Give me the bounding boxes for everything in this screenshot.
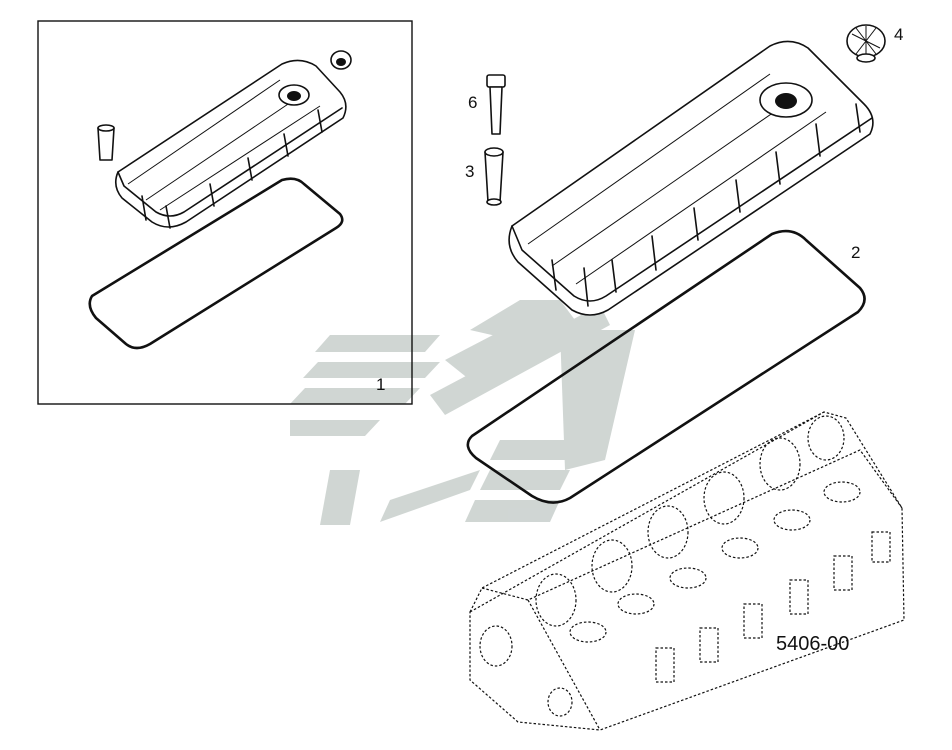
kit-gasket	[88, 177, 344, 350]
oil-filler-cap	[846, 24, 886, 63]
kit-sleeve	[97, 124, 115, 161]
callout-gasket: 2	[851, 243, 860, 262]
cylinder-head-ports	[535, 415, 845, 627]
cylinder-head-side-windows	[655, 531, 891, 683]
watermark-logo	[290, 300, 635, 525]
callout-cap: 4	[894, 25, 903, 44]
sleeve	[484, 147, 504, 206]
valve-cover	[508, 40, 874, 316]
callout-sleeve: 3	[465, 162, 474, 181]
callout-kit: 1	[376, 375, 385, 394]
callout-bolt: 6	[468, 93, 477, 112]
bolt	[486, 74, 506, 135]
figure-code: 5406-00	[776, 633, 849, 655]
kit-valve-cover	[114, 59, 347, 229]
kit-cap	[330, 50, 352, 70]
cylinder-head	[469, 411, 905, 731]
kit-frame	[37, 20, 413, 405]
valve-cover-gasket	[466, 229, 866, 504]
cylinder-head-valve-seats	[569, 481, 861, 643]
